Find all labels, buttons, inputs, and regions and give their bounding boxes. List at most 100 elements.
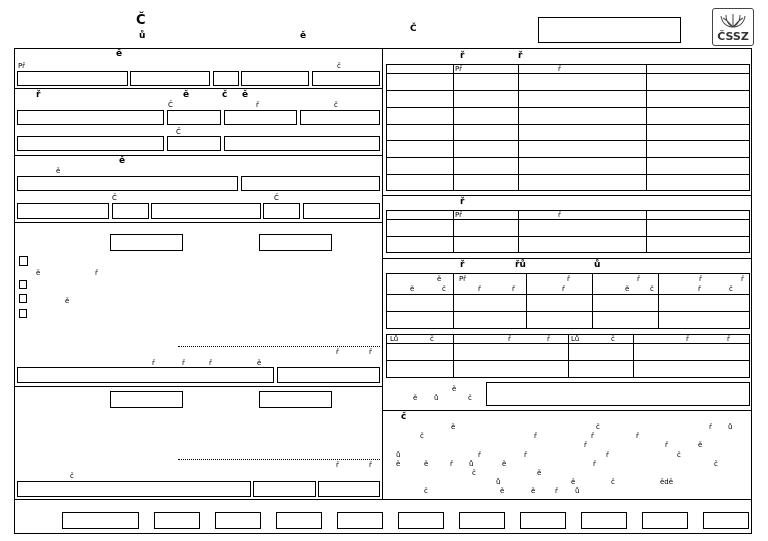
section-2-title: ř [36, 90, 41, 100]
s3-field-3[interactable] [17, 203, 109, 219]
s3-field-1[interactable] [17, 176, 238, 191]
s1-label-a: Př [18, 62, 25, 70]
t4-h1: Lů [390, 335, 399, 343]
s4-date-field-2[interactable] [259, 234, 332, 251]
s3-field-5[interactable] [151, 203, 261, 219]
footer-field-6[interactable] [398, 512, 444, 529]
t2-col-a: Př [455, 211, 462, 219]
footer-divider [14, 499, 752, 500]
t4-h4: ř [547, 335, 550, 343]
note-15: ě [396, 460, 401, 468]
s2-field-4[interactable] [300, 110, 380, 125]
s1-field-5[interactable] [312, 71, 380, 86]
s1-field-4[interactable] [241, 71, 309, 86]
s1-field-3[interactable] [213, 71, 239, 86]
s2-field-6[interactable] [167, 136, 221, 151]
t3-s2: č [442, 285, 446, 293]
s2-label-d: Č [168, 101, 173, 109]
footer-field-7[interactable] [459, 512, 505, 529]
t1-col-b: ř [558, 65, 561, 73]
t3-col-line [592, 273, 593, 329]
s2-field-5[interactable] [17, 136, 164, 151]
s4-check3-label: ě [65, 297, 70, 305]
footer-field-3[interactable] [215, 512, 261, 529]
s2-bottom-line [14, 155, 382, 156]
s5-field-3[interactable] [318, 481, 380, 497]
s4-checkbox-4[interactable] [19, 309, 27, 318]
table-3-title-c: ů [594, 260, 601, 270]
s5-date-field-2[interactable] [259, 391, 332, 408]
t5-label-c: ě [452, 385, 457, 393]
t4-h6: č [611, 335, 615, 343]
header-number-field[interactable] [538, 17, 681, 43]
s5-date-field-1[interactable] [110, 391, 183, 408]
t1-col-line [453, 64, 454, 191]
s5-signature-line[interactable] [178, 459, 380, 460]
t2-bottom-line [382, 258, 752, 259]
footer-field-5[interactable] [337, 512, 383, 529]
footer-field-4[interactable] [276, 512, 322, 529]
s3-field-2[interactable] [241, 176, 380, 191]
note-7: ř [534, 432, 537, 440]
s2-label-b: č [222, 90, 228, 100]
s2-field-7[interactable] [224, 136, 380, 151]
s4-check1-label-b: ř [95, 269, 98, 277]
t1-row-line [386, 124, 750, 125]
s5-field-2[interactable] [253, 481, 316, 497]
s4-date-field-1[interactable] [110, 234, 183, 251]
note-18: ů [469, 460, 474, 468]
t3-h6: ř [741, 275, 744, 283]
t3-s3: ř [478, 285, 481, 293]
s5-field-1[interactable] [17, 481, 251, 497]
table-1-title-a: ř [460, 51, 465, 61]
s4-field-2[interactable] [277, 367, 380, 383]
footer-field-10[interactable] [642, 512, 688, 529]
note-9: ř [636, 432, 639, 440]
s3-field-7[interactable] [303, 203, 380, 219]
note-6: č [420, 432, 424, 440]
t3-row-line [386, 311, 750, 312]
s5-bot-label: č [70, 472, 74, 480]
t4-col-line [568, 334, 569, 378]
center-divider [382, 48, 383, 500]
t5-field[interactable] [486, 382, 750, 406]
t5-label-d: č [468, 394, 472, 402]
s2-field-3[interactable] [224, 110, 297, 125]
note-34: ř [555, 487, 558, 495]
s4-sig-label-a: ř [336, 348, 339, 356]
footer-field-2[interactable] [154, 512, 200, 529]
footer-field-1[interactable] [62, 512, 139, 529]
t1-row-line [386, 90, 750, 91]
s3-label-a: ě [56, 167, 61, 175]
s2-field-2[interactable] [167, 110, 221, 125]
t3-s8: ř [698, 285, 701, 293]
s4-checkbox-3[interactable] [19, 294, 27, 303]
s3-field-4[interactable] [112, 203, 149, 219]
s4-signature-line[interactable] [178, 346, 380, 347]
form-subtitle-3: Č [410, 24, 417, 34]
note-5: ů [728, 423, 733, 431]
t3-s6: ě [625, 285, 630, 293]
form-frame [14, 48, 752, 534]
t3-s1: ě [410, 285, 415, 293]
t1-row-line [386, 157, 750, 158]
footer-field-8[interactable] [520, 512, 566, 529]
t3-s7: č [650, 285, 654, 293]
s4-checkbox-2[interactable] [19, 280, 27, 289]
s3-field-6[interactable] [263, 203, 300, 219]
t3-h1: ě [437, 275, 442, 283]
t1-bottom-line [382, 195, 752, 196]
footer-field-9[interactable] [581, 512, 627, 529]
s4-bot-label-d: ě [257, 359, 262, 367]
s1-field-2[interactable] [130, 71, 210, 86]
s1-field-1[interactable] [17, 71, 128, 86]
t3-col-line [526, 273, 527, 329]
t2-row-line [386, 236, 750, 237]
note-13: ů [396, 451, 401, 459]
s2-field-1[interactable] [17, 110, 164, 125]
s4-checkbox-1[interactable] [19, 256, 28, 266]
t4-col-line [453, 334, 454, 378]
footer-field-11[interactable] [703, 512, 749, 529]
note-33: ě [531, 487, 536, 495]
s4-field-1[interactable] [17, 367, 274, 383]
